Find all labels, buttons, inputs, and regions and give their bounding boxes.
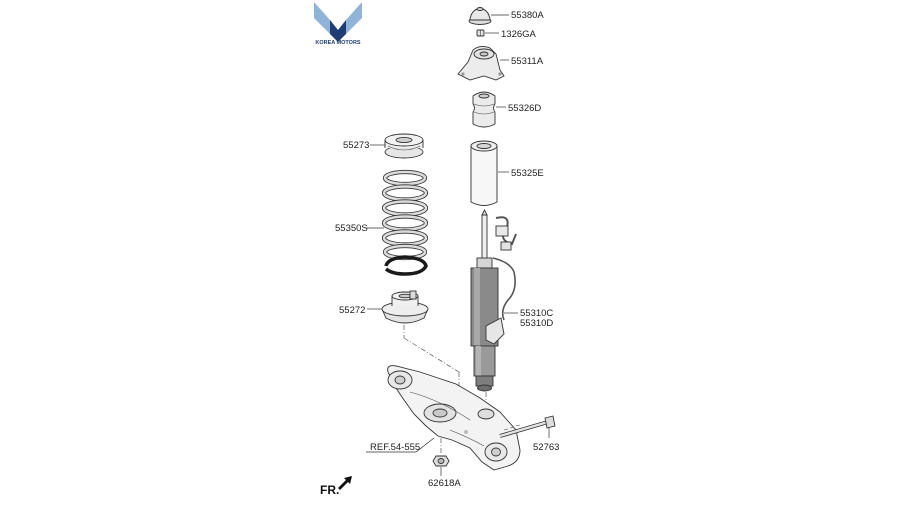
part-55326D-bump-stop <box>472 91 496 128</box>
part-55273-upper-seat <box>384 133 424 159</box>
part-55325E-dust-cover <box>470 140 498 206</box>
front-arrow-icon <box>338 476 352 490</box>
front-label: FR. <box>320 483 339 497</box>
label-55311A: 55311A <box>511 56 544 67</box>
front-direction-indicator: FR. <box>320 476 352 497</box>
logo-mark-center <box>330 20 346 42</box>
logo-mark-right <box>346 2 362 34</box>
part-55310-shock-absorber <box>470 208 517 392</box>
part-52763-bolt <box>499 415 556 438</box>
assembly-line-seat-to-arm <box>403 337 460 373</box>
part-lower-control-arm <box>387 365 521 471</box>
label-55310C: 55310C <box>520 308 553 319</box>
label-55380A: 55380A <box>511 10 544 21</box>
part-55272-lower-seat <box>381 290 429 324</box>
label-55310D: 55310D <box>520 318 553 329</box>
label-62618A: 62618A <box>428 478 461 489</box>
label-ref: REF.54-555 <box>370 442 420 453</box>
label-55325E: 55325E <box>511 168 544 179</box>
label-55272: 55272 <box>339 305 365 316</box>
logo-text: KOREA MOTORS <box>315 40 361 46</box>
label-55326D: 55326D <box>508 103 541 114</box>
part-55350S-coil-spring <box>381 169 429 276</box>
part-55311A-top-mount <box>457 45 505 81</box>
part-55380A-cap <box>468 7 492 25</box>
part-62618A-nut <box>432 455 450 467</box>
leader-ref <box>366 437 435 453</box>
brand-logo: KOREA MOTORS <box>314 2 362 46</box>
label-55273: 55273 <box>343 140 369 151</box>
part-1326GA-nut <box>476 29 485 37</box>
label-1326GA: 1326GA <box>501 29 537 40</box>
label-55350S: 55350S <box>335 223 368 234</box>
label-52763: 52763 <box>533 442 559 453</box>
logo-mark-left <box>314 2 330 34</box>
